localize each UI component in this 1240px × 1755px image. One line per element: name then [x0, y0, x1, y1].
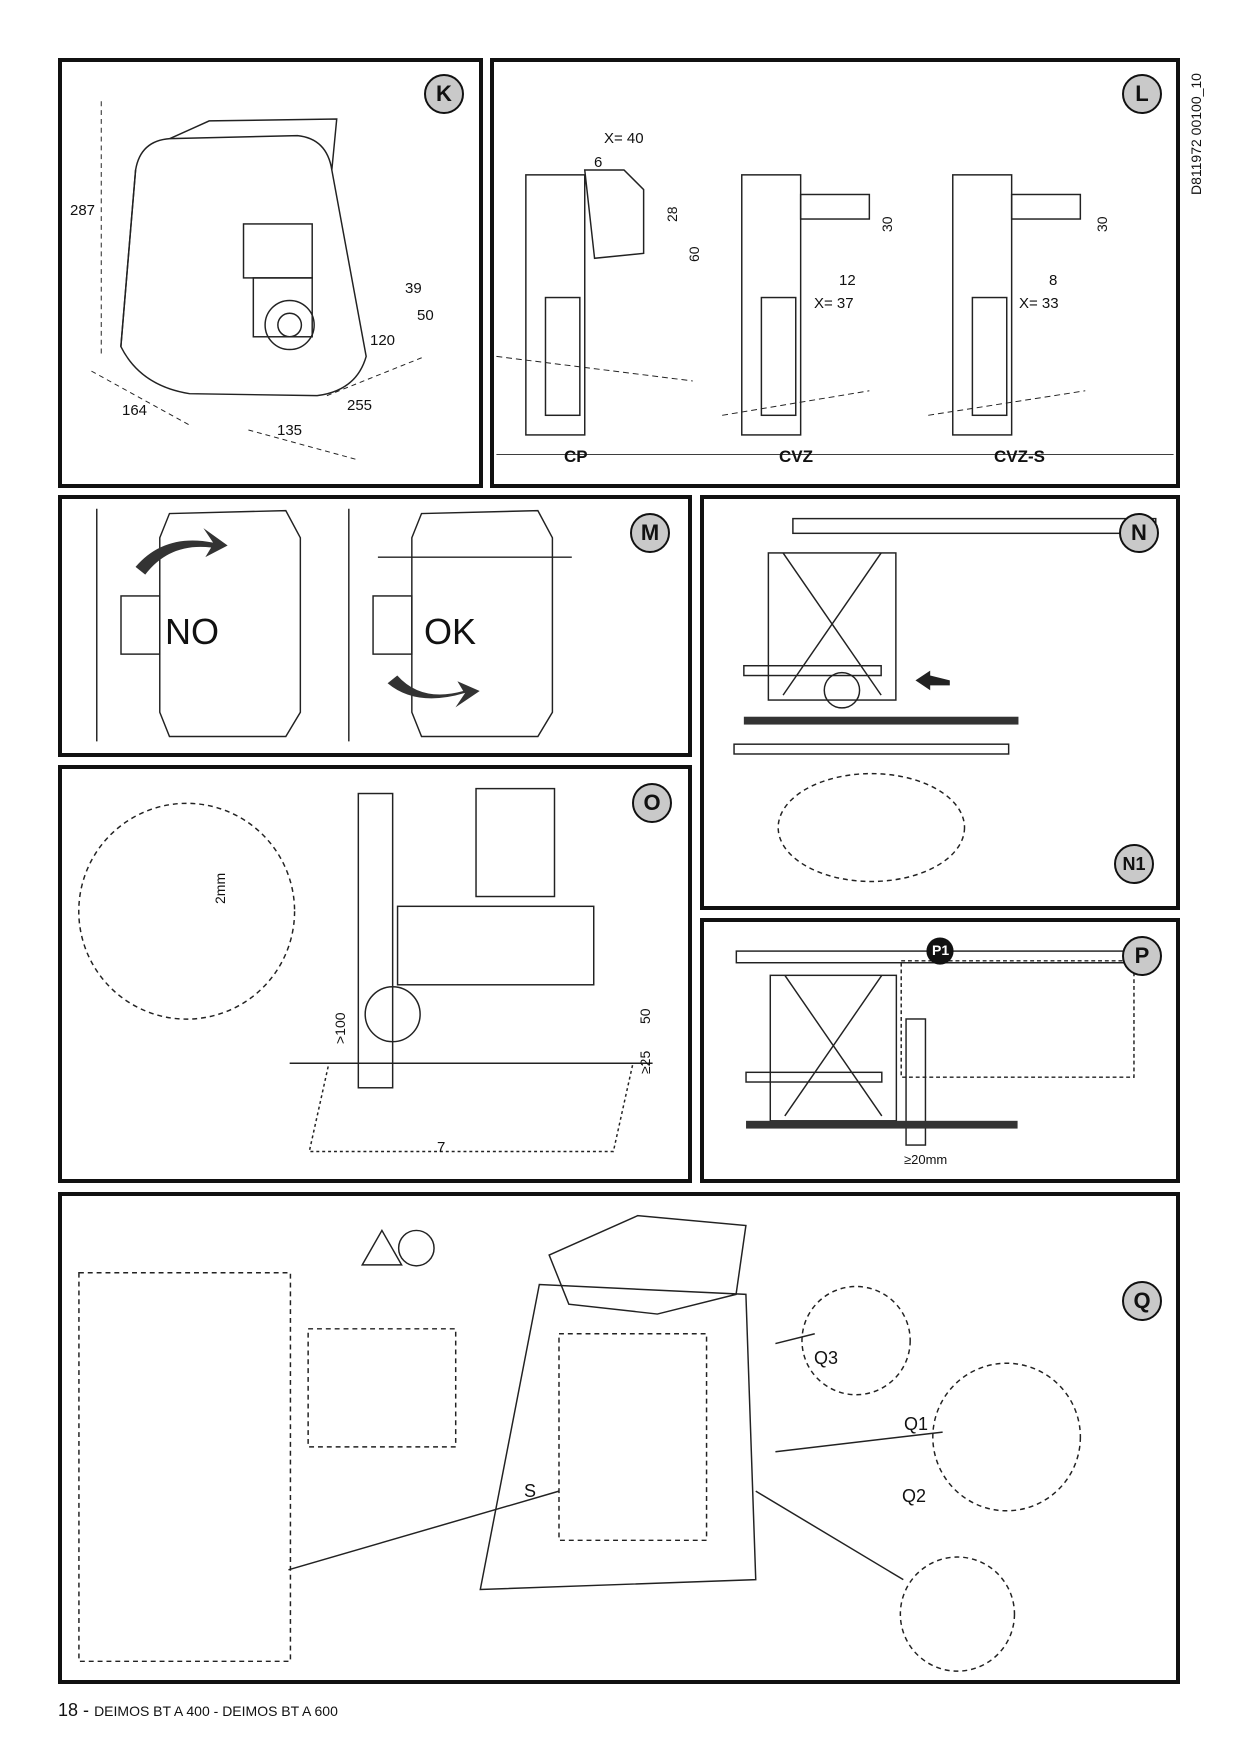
badge-k: K: [424, 74, 464, 114]
panel-p: P P1 ≥20mm: [700, 918, 1180, 1183]
bracket-installation-drawing: [496, 169, 1174, 456]
dim-135: 135: [277, 422, 303, 439]
dim-x40: X= 40: [604, 130, 644, 147]
label-p1: P1: [932, 942, 950, 958]
badge-q: Q: [1122, 1281, 1162, 1321]
page-number: 18: [58, 1700, 79, 1720]
dim-cvz-30: 30: [879, 216, 895, 232]
dim-6: 6: [594, 154, 603, 171]
dim-50: 50: [637, 1008, 653, 1024]
label-cvz: CVZ: [779, 447, 813, 466]
panel-l: L X= 40 6 28 60 30 12 X= 37 30 8 X= 33 C…: [490, 58, 1180, 488]
dim-2mm: 2mm: [212, 872, 228, 904]
label-s: S: [524, 1481, 537, 1501]
label-q1: Q1: [904, 1414, 929, 1434]
wiring-drawing: [78, 1214, 1082, 1672]
dim-28: 28: [664, 206, 680, 222]
motor-dimensions-drawing: [91, 101, 426, 460]
release-handle-drawing: [96, 508, 572, 742]
label-ok: OK: [424, 611, 477, 652]
panel-o: O 2mm >100 50 ≥25 7: [58, 765, 692, 1183]
dim-287: 287: [70, 202, 96, 219]
motor-mounting-drawing: [78, 787, 653, 1153]
badge-l: L: [1122, 74, 1162, 114]
badge-n1: N1: [1114, 844, 1154, 884]
label-q2: Q2: [902, 1486, 927, 1506]
panel-n: N N1: [700, 495, 1180, 910]
dim-cvz-12: 12: [839, 272, 856, 289]
panel-k: K 287 164 135 255 120 39 50: [58, 58, 483, 488]
dim-cvzs-x33: X= 33: [1019, 295, 1059, 312]
dim-100: >100: [332, 1012, 348, 1044]
rack-fixing-drawing: [733, 517, 1157, 883]
dim-39: 39: [405, 280, 422, 297]
label-cvzs: CVZ-S: [994, 447, 1045, 466]
badge-m: M: [630, 513, 670, 553]
dim-20mm: ≥20mm: [904, 1152, 948, 1167]
badge-n: N: [1119, 513, 1159, 553]
dim-25: ≥25: [637, 1050, 653, 1074]
dim-cvz-x37: X= 37: [814, 295, 854, 312]
dim-cvzs-8: 8: [1049, 272, 1058, 289]
dim-255: 255: [347, 397, 373, 414]
page-footer: 18 - DEIMOS BT A 400 - DEIMOS BT A 600: [58, 1700, 338, 1721]
footer-title: DEIMOS BT A 400 - DEIMOS BT A 600: [94, 1703, 338, 1719]
label-no: NO: [165, 611, 219, 652]
dim-50: 50: [417, 307, 434, 324]
footer-separator: -: [83, 1700, 90, 1720]
document-id: D811972 00100_10: [1188, 73, 1204, 195]
panel-q: Q Q3 Q1 Q2 S: [58, 1192, 1180, 1684]
panel-m: M NO OK: [58, 495, 692, 757]
dim-120: 120: [370, 332, 396, 349]
label-cp: CP: [564, 447, 588, 466]
dim-cvzs-30: 30: [1094, 216, 1110, 232]
dim-7: 7: [437, 1139, 446, 1156]
badge-o: O: [632, 783, 672, 823]
badge-p: P: [1122, 936, 1162, 976]
dim-164: 164: [122, 402, 148, 419]
stopper-drawing: [735, 937, 1145, 1146]
label-q3: Q3: [814, 1348, 839, 1368]
dim-60: 60: [686, 246, 702, 262]
